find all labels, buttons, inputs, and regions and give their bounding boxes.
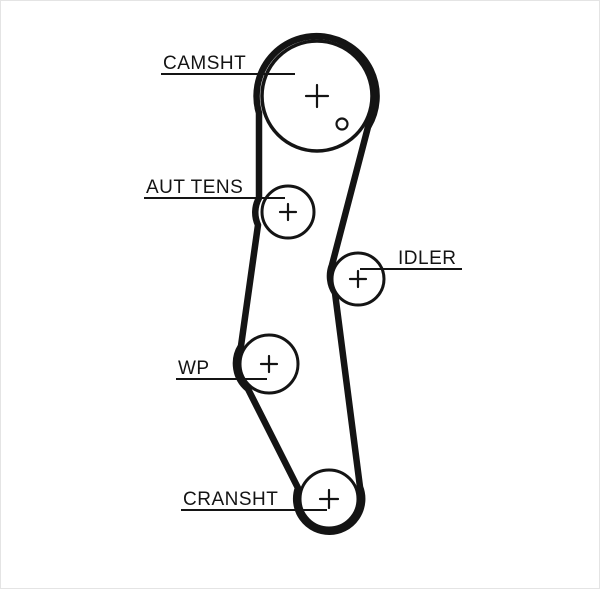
label-water-pump: WP [176, 358, 267, 380]
pulley-water-pump [238, 333, 300, 395]
water-pump-center-cross-mark [259, 354, 279, 374]
label-auto-tensioner: AUT TENS [144, 177, 285, 199]
pulley-crankshaft [298, 468, 360, 530]
crankshaft-center-cross-mark [318, 488, 340, 510]
label-camshaft: CAMSHT [161, 53, 295, 75]
water-pump-label: WP [178, 358, 210, 379]
pulley-auto-tensioner [260, 184, 316, 240]
auto-tensioner-label: AUT TENS [146, 177, 243, 198]
camshaft-timing-pin-hole [335, 117, 349, 131]
camshaft-label: CAMSHT [163, 53, 246, 74]
pulley-camshaft [260, 39, 374, 153]
auto-tensioner-center-cross-mark [278, 202, 298, 222]
crankshaft-label: CRANSHT [183, 489, 278, 510]
idler-center-cross-mark [348, 269, 368, 289]
pulley-idler [330, 251, 386, 307]
timing-belt [232, 32, 380, 536]
label-crankshaft: CRANSHT [181, 489, 327, 511]
camshaft-center-cross-mark [304, 83, 330, 109]
label-idler: IDLER [360, 248, 462, 270]
idler-label: IDLER [398, 248, 456, 269]
